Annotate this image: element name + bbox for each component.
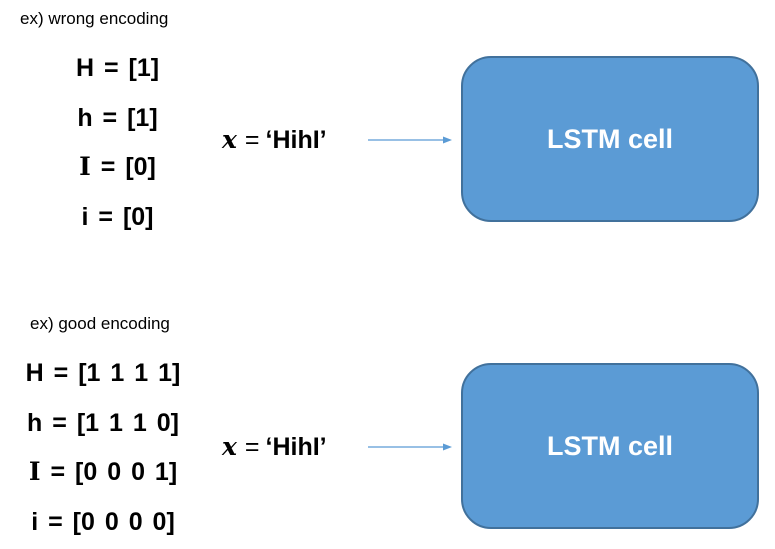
vector: = [1] xyxy=(94,54,160,82)
vector: = [0 0 0 0] xyxy=(38,508,175,536)
encoding-line-h: h = [1] xyxy=(40,102,195,134)
lstm-cell-box: LSTM cell xyxy=(461,56,759,222)
good-encoding-section: ex) good encoding H = [1 1 1 1] h = [1 1… xyxy=(0,307,775,549)
lstm-cell-label: LSTM cell xyxy=(546,123,674,154)
lstm-cell-label: LSTM cell xyxy=(546,430,674,461)
wrong-encoding-caption: ex) wrong encoding xyxy=(20,9,169,28)
symbol: i xyxy=(81,203,89,231)
arrow-icon xyxy=(368,136,452,144)
input-variable: x xyxy=(222,432,237,461)
encoding-line-I: I = [0] xyxy=(40,151,195,183)
good-encoding-caption: ex) good encoding xyxy=(30,314,170,333)
encoding-line-i: i = [0 0 0 0] xyxy=(8,506,198,538)
encoding-line-H: H = [1] xyxy=(40,52,195,84)
input-sequence: x=‘HihI’ xyxy=(222,124,327,156)
encoding-line-i: i = [0] xyxy=(40,201,195,233)
wrong-encoding-section: ex) wrong encoding H = [1] h = [1] I = [… xyxy=(0,0,775,270)
vector: = [1 1 1 1] xyxy=(43,359,181,387)
symbol: I xyxy=(28,457,41,486)
vector: = [0] xyxy=(90,153,156,181)
symbol: h xyxy=(77,104,93,132)
vector: = [1] xyxy=(92,104,158,132)
vector: = [0 0 0 1] xyxy=(40,458,178,486)
arrow-icon xyxy=(368,443,452,451)
vector: = [1 1 1 0] xyxy=(42,409,179,437)
encoding-line-I: I = [0 0 0 1] xyxy=(8,456,198,488)
equals-sign: = xyxy=(244,126,260,154)
input-sequence: x=‘HihI’ xyxy=(222,431,327,463)
encoding-line-H: H = [1 1 1 1] xyxy=(8,357,198,389)
input-string: ‘HihI’ xyxy=(265,126,327,154)
lstm-cell-box: LSTM cell xyxy=(461,363,759,529)
encoding-line-h: h = [1 1 1 0] xyxy=(8,407,198,439)
input-variable: x xyxy=(222,125,237,154)
symbol: h xyxy=(27,409,43,437)
input-string: ‘HihI’ xyxy=(265,433,327,461)
symbol: H xyxy=(75,54,94,82)
equals-sign: = xyxy=(244,433,260,461)
symbol: i xyxy=(31,508,39,536)
symbol: H xyxy=(25,359,44,387)
vector: = [0] xyxy=(88,203,154,231)
symbol: I xyxy=(79,152,91,181)
